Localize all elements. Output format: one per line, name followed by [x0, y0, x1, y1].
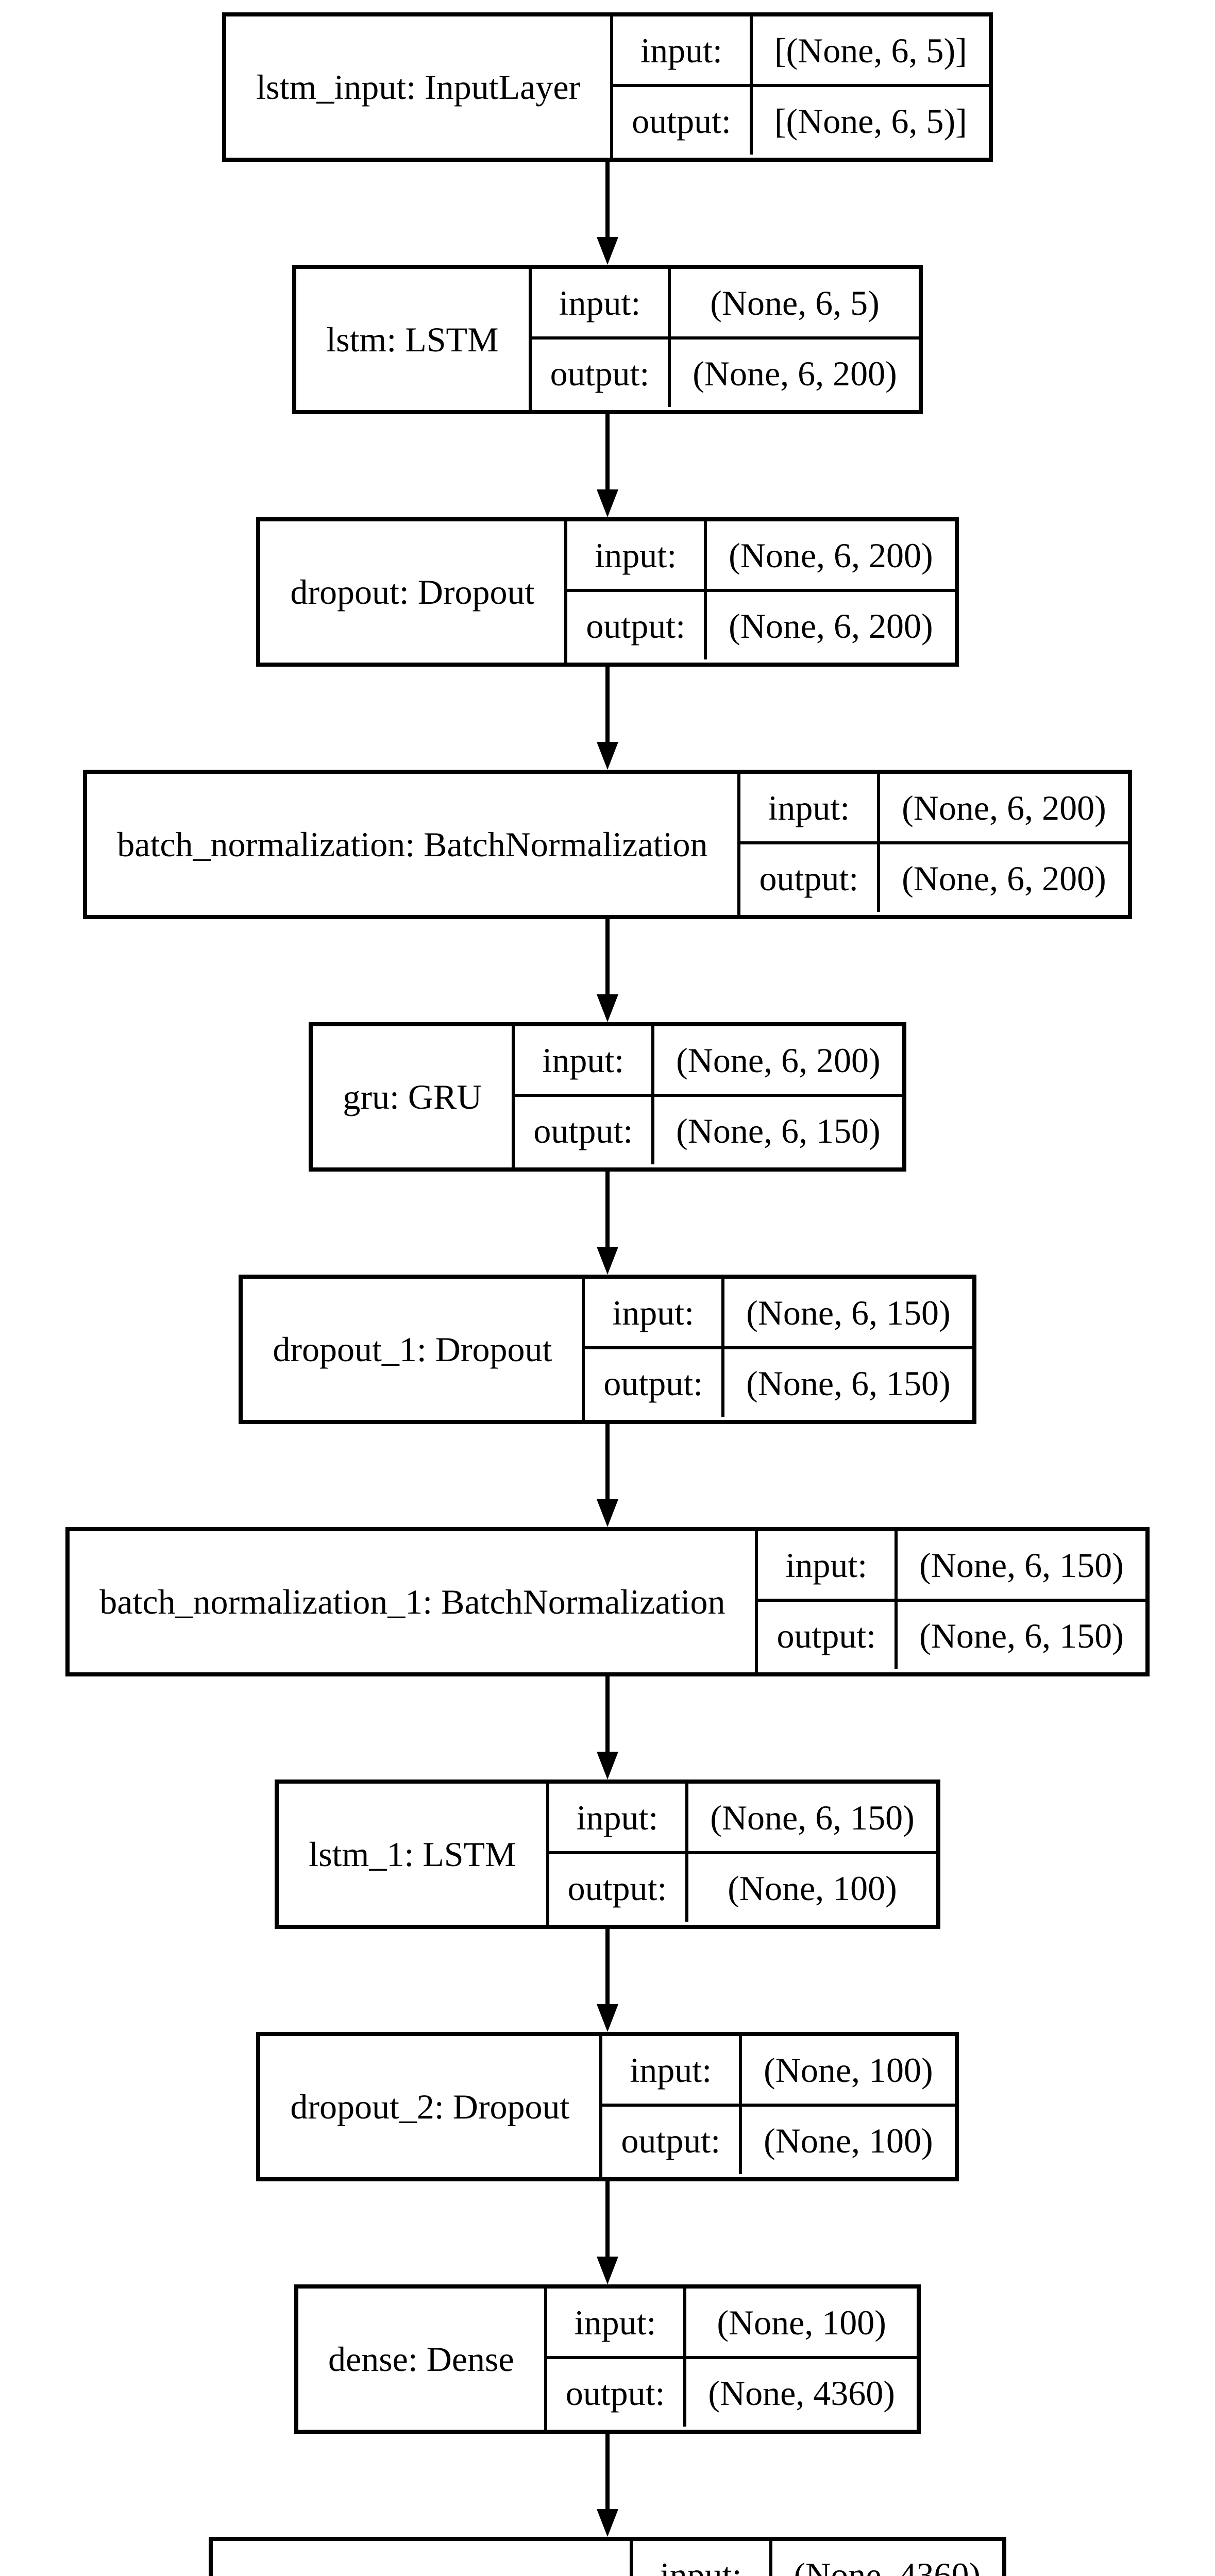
layer-node: leaky_re_lu: LeakyReLU input: (None, 436… — [208, 2537, 1007, 2576]
arrow-line — [605, 414, 610, 489]
output-shape: (None, 100) — [728, 1868, 897, 1908]
layer-node: lstm_input: InputLayer input: [(None, 6,… — [222, 12, 993, 162]
input-label: input: — [758, 1531, 898, 1602]
arrow-line — [605, 1676, 610, 1752]
input-shape: (None, 6, 150) — [724, 1279, 972, 1349]
output-label: output: — [532, 340, 671, 407]
output-shape: (None, 6, 150) — [676, 1111, 881, 1150]
output-shape: (None, 6, 200) — [902, 858, 1106, 898]
arrow-head-icon — [597, 489, 618, 517]
input-label: input: — [613, 16, 753, 87]
input-shape: (None, 6, 5) — [671, 269, 919, 340]
layer-name: dense: Dense — [298, 2289, 547, 2430]
layer-name: lstm: LSTM — [296, 269, 532, 410]
output-shape: [(None, 6, 5)] — [774, 101, 967, 141]
output-shape: (None, 6, 150) — [746, 1363, 951, 1403]
input-shape: (None, 6, 150) — [898, 1531, 1145, 1602]
output-shape: (None, 100) — [764, 2121, 933, 2160]
connector-arrow-icon — [597, 1676, 618, 1780]
arrow-head-icon — [597, 1752, 618, 1780]
input-label: input: — [740, 774, 881, 844]
arrow-line — [605, 919, 610, 994]
layer-name: leaky_re_lu: LeakyReLU — [213, 2541, 633, 2576]
connector-arrow-icon — [597, 1929, 618, 2032]
layer-name: lstm_input: InputLayer — [226, 16, 614, 158]
layer-name: dropout_2: Dropout — [260, 2036, 603, 2177]
layer-name: gru: GRU — [313, 1026, 515, 1167]
arrow-line — [605, 1424, 610, 1499]
output-label: output: — [547, 2359, 687, 2427]
layer-name: batch_normalization: BatchNormalization — [87, 774, 741, 915]
connector-arrow-icon — [597, 162, 618, 265]
arrow-head-icon — [597, 237, 618, 265]
output-shape: (None, 6, 150) — [919, 1616, 1124, 1655]
layer-node: batch_normalization_1: BatchNormalizatio… — [65, 1527, 1150, 1676]
arrow-head-icon — [597, 994, 618, 1022]
layer-node: dropout: Dropout input: (None, 6, 200) o… — [256, 517, 959, 667]
arrow-line — [605, 1929, 610, 2004]
layer-node: lstm_1: LSTM input: (None, 6, 150) outpu… — [275, 1780, 940, 1929]
arrow-line — [605, 162, 610, 237]
layer-node: dropout_1: Dropout input: (None, 6, 150)… — [239, 1275, 976, 1424]
output-label: output: — [515, 1097, 655, 1164]
input-shape: (None, 100) — [742, 2036, 955, 2107]
layer-node: lstm: LSTM input: (None, 6, 5) output: (… — [292, 265, 923, 414]
connector-arrow-icon — [597, 1172, 618, 1275]
input-shape: [(None, 6, 5)] — [752, 16, 989, 87]
input-shape: (None, 6, 200) — [880, 774, 1128, 844]
input-shape: (None, 100) — [686, 2289, 917, 2359]
input-label: input: — [567, 521, 707, 592]
output-label: output: — [740, 844, 881, 912]
output-label: output: — [758, 1602, 898, 1669]
input-label: input: — [633, 2541, 772, 2576]
output-shape: (None, 6, 200) — [693, 353, 897, 393]
output-label: output: — [549, 1854, 689, 1922]
arrow-head-icon — [597, 1499, 618, 1527]
arrow-head-icon — [597, 1247, 618, 1275]
output-label: output: — [602, 2107, 742, 2174]
arrow-line — [605, 667, 610, 742]
output-label: output: — [585, 1349, 725, 1417]
connector-arrow-icon — [597, 2434, 618, 2537]
layer-node: gru: GRU input: (None, 6, 200) output: (… — [309, 1022, 906, 1172]
connector-arrow-icon — [597, 919, 618, 1022]
layer-name: dropout_1: Dropout — [243, 1279, 585, 1420]
arrow-head-icon — [597, 2004, 618, 2032]
arrow-line — [605, 2434, 610, 2509]
input-label: input: — [547, 2289, 687, 2359]
input-shape: (None, 6, 150) — [688, 1784, 936, 1854]
input-shape: (None, 6, 200) — [707, 521, 955, 592]
output-label: output: — [567, 592, 707, 659]
arrow-head-icon — [597, 742, 618, 770]
output-label: output: — [613, 87, 753, 155]
layer-node: batch_normalization: BatchNormalization … — [83, 770, 1132, 919]
input-label: input: — [515, 1026, 655, 1097]
layer-name: dropout: Dropout — [260, 521, 568, 663]
layer-name: lstm_1: LSTM — [279, 1784, 549, 1925]
arrow-head-icon — [597, 2257, 618, 2284]
layer-name: batch_normalization_1: BatchNormalizatio… — [70, 1531, 758, 1672]
output-shape: (None, 4360) — [708, 2373, 895, 2413]
input-label: input: — [602, 2036, 742, 2107]
output-shape: (None, 6, 200) — [729, 606, 933, 646]
arrow-line — [605, 1172, 610, 1247]
connector-arrow-icon — [597, 1424, 618, 1527]
layer-node: dropout_2: Dropout input: (None, 100) ou… — [256, 2032, 959, 2181]
input-shape: (None, 6, 200) — [654, 1026, 902, 1097]
input-label: input: — [549, 1784, 689, 1854]
arrow-line — [605, 2181, 610, 2257]
input-label: input: — [531, 269, 671, 340]
layer-node: dense: Dense input: (None, 100) output: … — [294, 2284, 921, 2434]
connector-arrow-icon — [597, 667, 618, 770]
connector-arrow-icon — [597, 2181, 618, 2284]
connector-arrow-icon — [597, 414, 618, 517]
arrow-head-icon — [597, 2509, 618, 2537]
input-label: input: — [585, 1279, 725, 1349]
input-shape: (None, 4360) — [772, 2541, 1003, 2576]
